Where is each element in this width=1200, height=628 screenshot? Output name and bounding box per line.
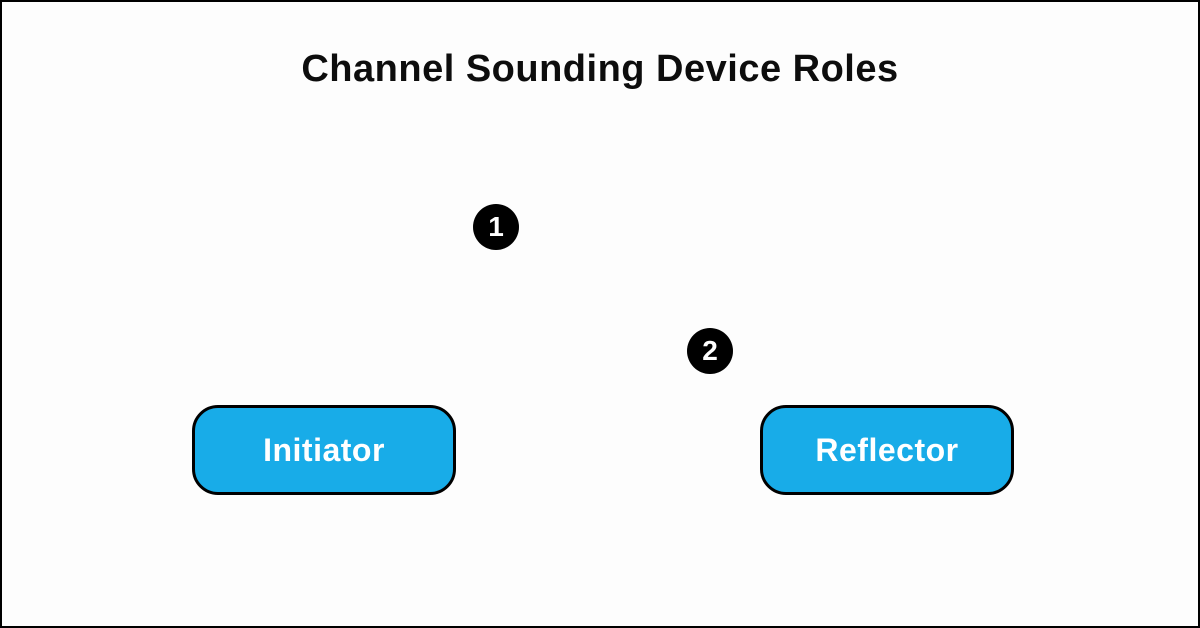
reflector-device-label: Reflector: [815, 431, 959, 468]
step-marker-2: 2: [687, 328, 733, 374]
initiator-device-label: Initiator: [263, 431, 385, 468]
diagram-title: Channel Sounding Device Roles: [301, 48, 899, 90]
reflector-device-box: Reflector: [760, 405, 1014, 495]
step-marker-1: 1: [473, 204, 519, 250]
step-marker-1-number: 1: [488, 211, 504, 242]
initiator-device-box: Initiator: [192, 405, 456, 495]
step-marker-2-number: 2: [702, 335, 718, 366]
